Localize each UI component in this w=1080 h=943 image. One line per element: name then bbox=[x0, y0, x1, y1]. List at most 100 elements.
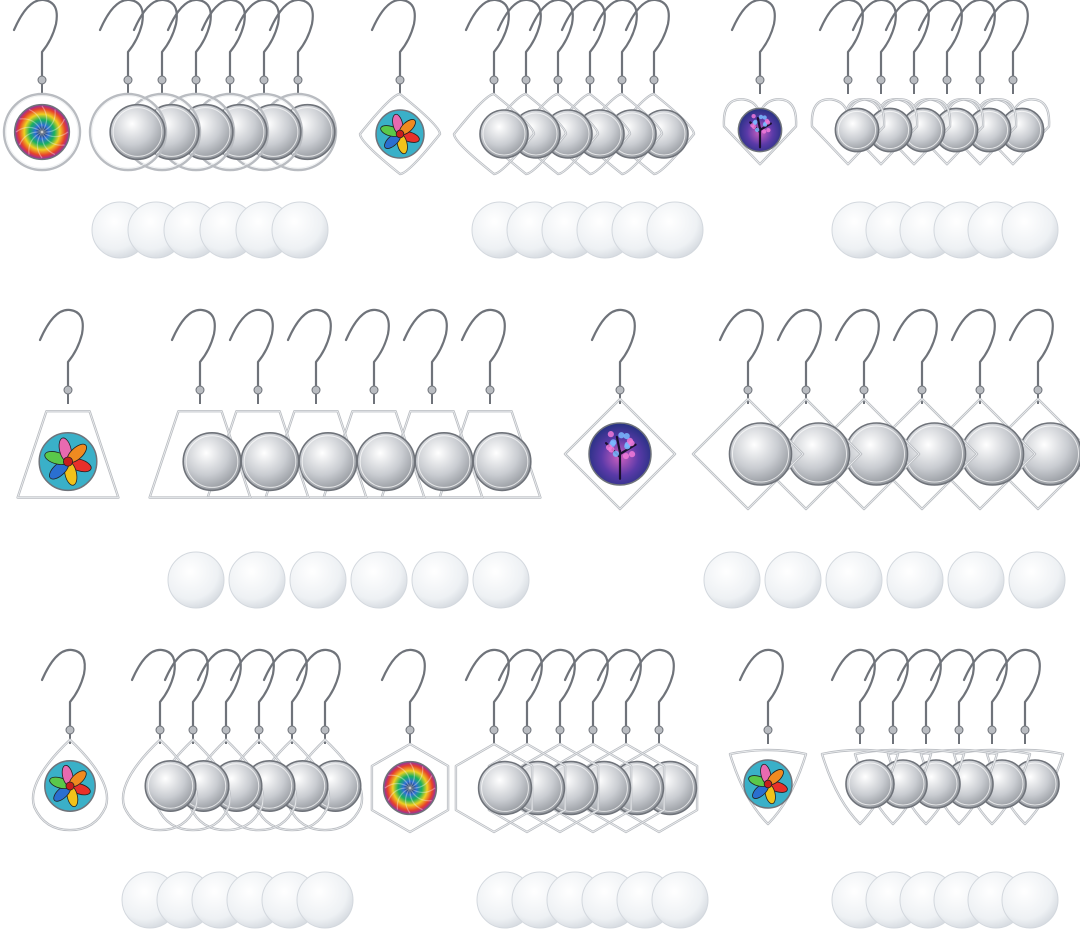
ear-wire bbox=[863, 648, 909, 730]
ear-wire bbox=[1008, 308, 1054, 390]
glass-cabochon bbox=[886, 551, 944, 609]
tree-leaf bbox=[753, 119, 758, 125]
cabochon-swirl bbox=[382, 760, 438, 816]
bead bbox=[801, 385, 811, 395]
swirl-stroke bbox=[19, 118, 43, 133]
bezel-tray bbox=[902, 422, 967, 486]
bead bbox=[320, 725, 330, 735]
tree-leaf bbox=[607, 431, 614, 438]
bead bbox=[489, 75, 499, 85]
bezel-tray bbox=[479, 109, 529, 159]
frame-circle bbox=[2, 92, 82, 172]
bead bbox=[621, 725, 631, 735]
blank-earring bbox=[452, 0, 536, 176]
bead bbox=[1033, 385, 1043, 395]
frame-highlight bbox=[554, 743, 632, 833]
frame-highlight bbox=[17, 410, 119, 498]
frame-highlight bbox=[149, 410, 251, 498]
ear-wire bbox=[884, 0, 930, 80]
blank-earring bbox=[942, 0, 1018, 166]
glass-cabochon bbox=[651, 871, 709, 929]
glass-cabochon bbox=[411, 551, 469, 609]
glass-cabochon bbox=[472, 551, 530, 609]
frame-highlight bbox=[587, 743, 665, 833]
ear-wire bbox=[929, 648, 975, 730]
finished-earring bbox=[358, 0, 442, 176]
bead bbox=[311, 385, 321, 395]
bezel-tray bbox=[298, 432, 358, 492]
tray-rim bbox=[475, 435, 529, 488]
bead bbox=[859, 385, 869, 395]
tray-rim bbox=[185, 435, 239, 488]
bezel-tray bbox=[845, 759, 895, 809]
ear-wire bbox=[917, 0, 963, 80]
bead bbox=[427, 385, 437, 395]
glass-cabochon bbox=[167, 551, 225, 609]
bezel-tray bbox=[1018, 422, 1080, 486]
finished-earring bbox=[31, 648, 109, 832]
bead bbox=[522, 725, 532, 735]
ear-wire bbox=[268, 0, 314, 80]
bezel-tray bbox=[356, 432, 416, 492]
ear-wire bbox=[12, 0, 58, 80]
swirl-stroke bbox=[409, 766, 424, 789]
ear-wire bbox=[560, 0, 606, 80]
bead bbox=[954, 725, 964, 735]
ear-wire bbox=[896, 648, 942, 730]
bezel-tray bbox=[844, 422, 909, 486]
bead bbox=[987, 725, 997, 735]
glass-cabochon bbox=[289, 551, 347, 609]
petal-center bbox=[763, 779, 773, 789]
swirl-stroke bbox=[409, 762, 416, 789]
bead bbox=[155, 725, 165, 735]
tray-rim bbox=[837, 110, 877, 150]
swirl-stroke bbox=[409, 787, 423, 811]
ear-wire bbox=[38, 308, 84, 390]
tray-rim bbox=[482, 112, 526, 156]
bead bbox=[588, 725, 598, 735]
tree-leaf bbox=[628, 451, 636, 458]
ear-wire bbox=[818, 0, 864, 80]
ear-wire bbox=[983, 0, 1029, 80]
bead bbox=[585, 75, 595, 85]
bead bbox=[191, 75, 201, 85]
bead bbox=[649, 75, 659, 85]
finished-earring bbox=[16, 308, 120, 499]
frame-highlight bbox=[371, 743, 449, 833]
ear-wire bbox=[563, 648, 609, 730]
bead bbox=[975, 75, 985, 85]
ear-wire bbox=[295, 648, 341, 730]
frame-highlight bbox=[564, 398, 676, 510]
swirl-stroke bbox=[387, 787, 411, 801]
bead bbox=[221, 725, 231, 735]
swirl-stroke bbox=[15, 126, 43, 133]
tray-rim bbox=[301, 435, 355, 488]
finished-earring bbox=[728, 648, 808, 826]
blank-earring bbox=[148, 308, 252, 499]
blank-earring bbox=[820, 648, 900, 826]
frame-circle bbox=[88, 92, 168, 172]
bezel-tray bbox=[144, 759, 197, 812]
bead bbox=[489, 725, 499, 735]
tree-leaf bbox=[758, 114, 764, 120]
bead bbox=[743, 385, 753, 395]
blank-earring bbox=[121, 648, 199, 832]
ear-wire bbox=[718, 308, 764, 390]
bead bbox=[253, 385, 263, 395]
tree-leaf bbox=[765, 120, 771, 125]
bead bbox=[921, 725, 931, 735]
blank-earring bbox=[322, 308, 426, 499]
bead bbox=[157, 75, 167, 85]
ear-wire bbox=[950, 0, 996, 80]
ear-wire bbox=[166, 0, 212, 80]
swirl-stroke bbox=[409, 787, 432, 802]
blank-earring bbox=[876, 0, 952, 166]
bead bbox=[555, 725, 565, 735]
tree-leaf bbox=[610, 439, 617, 446]
bead bbox=[617, 75, 627, 85]
tree-leaf bbox=[751, 113, 756, 119]
bead bbox=[485, 385, 495, 395]
tree-leaf bbox=[622, 452, 630, 460]
swirl-stroke bbox=[41, 105, 48, 133]
